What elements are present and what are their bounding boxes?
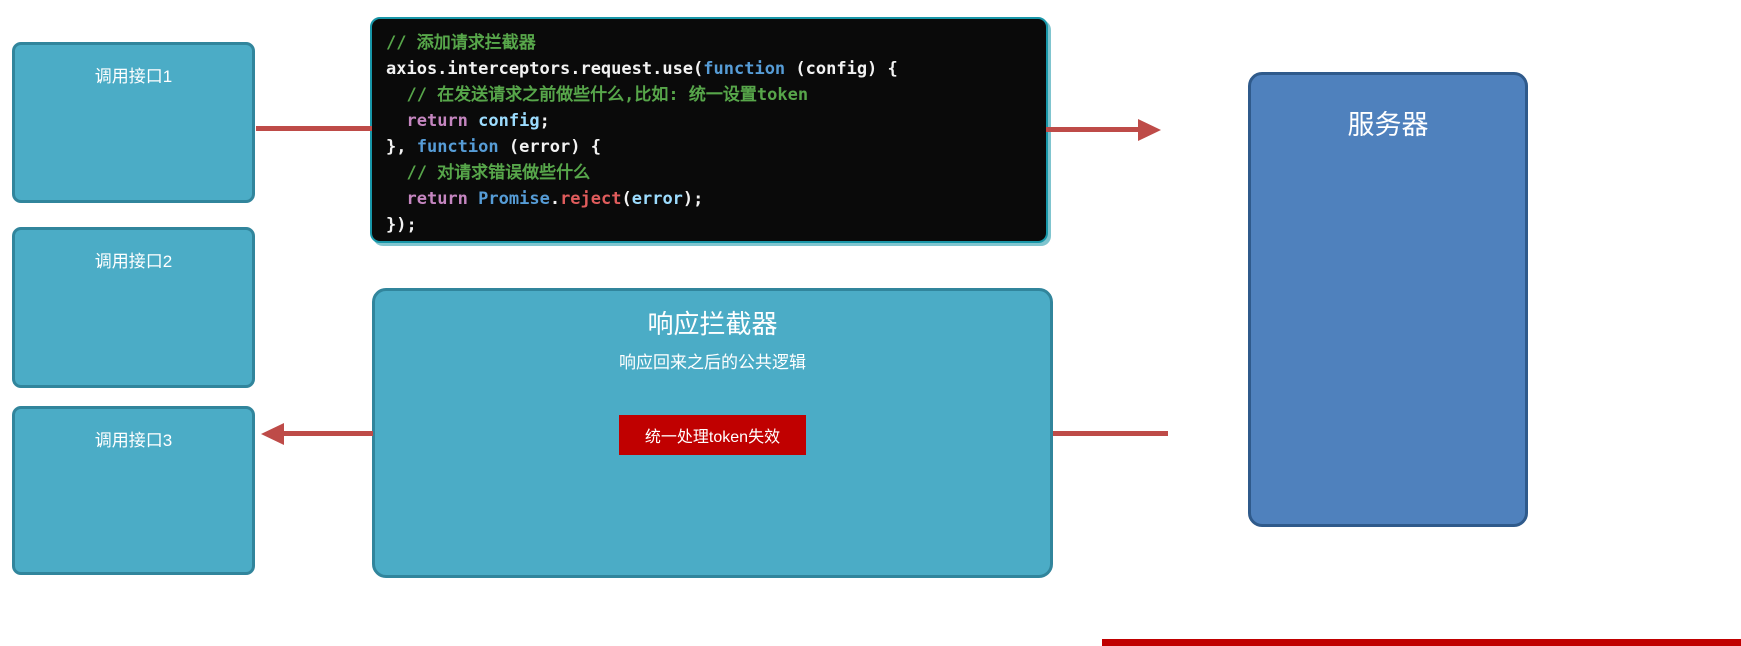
server-box: 服务器 bbox=[1248, 72, 1528, 527]
response-interceptor-box: 响应拦截器 响应回来之后的公共逻辑 统一处理token失效 bbox=[372, 288, 1053, 578]
code-line: return config; bbox=[406, 111, 550, 131]
arrow-response-to-api3-head bbox=[261, 423, 284, 445]
arrow-interceptor-to-server bbox=[1046, 127, 1138, 132]
arrow-response-to-api3 bbox=[284, 431, 373, 436]
code-line: // 添加请求拦截器 bbox=[386, 33, 536, 53]
token-invalid-badge: 统一处理token失效 bbox=[618, 415, 807, 455]
arrow-api1-to-interceptor bbox=[256, 126, 372, 131]
red-bar-decoration bbox=[1102, 639, 1741, 646]
code-line: // 对请求错误做些什么 bbox=[386, 163, 591, 183]
api-box-2-label: 调用接口2 bbox=[94, 252, 173, 271]
api-box-3: 调用接口3 bbox=[12, 406, 255, 575]
response-box-subtitle: 响应回来之后的公共逻辑 bbox=[619, 353, 806, 372]
code-line: axios.interceptors.request.use(function … bbox=[386, 59, 898, 79]
api-box-2: 调用接口2 bbox=[12, 227, 255, 388]
code-line: return Promise.reject(error); bbox=[406, 189, 704, 209]
arrow-server-to-response bbox=[1053, 431, 1168, 436]
code-line: }, function (error) { bbox=[386, 137, 601, 157]
code-block: // 添加请求拦截器 axios.interceptors.request.use… bbox=[370, 17, 1048, 243]
code-line: }); bbox=[386, 215, 417, 235]
response-box-title: 响应拦截器 bbox=[647, 309, 778, 339]
api-box-1: 调用接口1 bbox=[12, 42, 255, 203]
arrow-interceptor-to-server-head bbox=[1138, 119, 1161, 141]
code-line: // 在发送请求之前做些什么,比如: 统一设置token bbox=[386, 85, 809, 105]
server-label: 服务器 bbox=[1347, 110, 1429, 140]
api-box-1-label: 调用接口1 bbox=[94, 67, 173, 86]
api-box-3-label: 调用接口3 bbox=[94, 431, 173, 450]
